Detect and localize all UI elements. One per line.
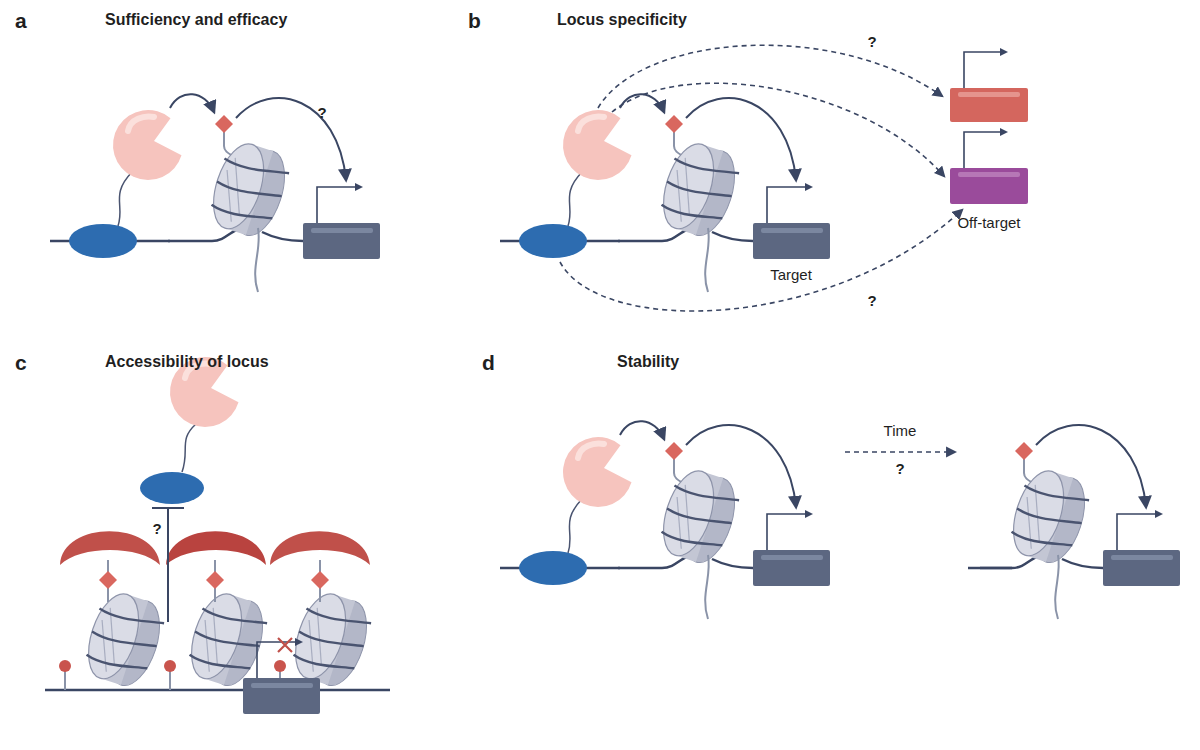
panel-title: Accessibility of locus: [105, 352, 269, 371]
effector-construct: [50, 94, 214, 258]
question-mark: ?: [867, 292, 876, 310]
time-label: Time: [884, 422, 917, 440]
panel-letter: d: [482, 350, 495, 375]
panel-letter: c: [15, 350, 27, 375]
nucleosome-gene: [168, 98, 380, 292]
off-target-label: Off-target: [957, 214, 1020, 232]
question-mark: ?: [867, 33, 876, 51]
panel-title: Stability: [617, 352, 679, 371]
question-mark: ?: [317, 104, 326, 122]
target-label: Target: [770, 266, 812, 284]
panel-title: Locus specificity: [557, 10, 687, 29]
panel-letter: b: [468, 8, 481, 33]
question-mark: ?: [152, 520, 161, 538]
panel-letter: a: [15, 8, 27, 33]
panel-title: Sufficiency and efficacy: [105, 10, 287, 29]
question-mark: ?: [895, 460, 904, 478]
